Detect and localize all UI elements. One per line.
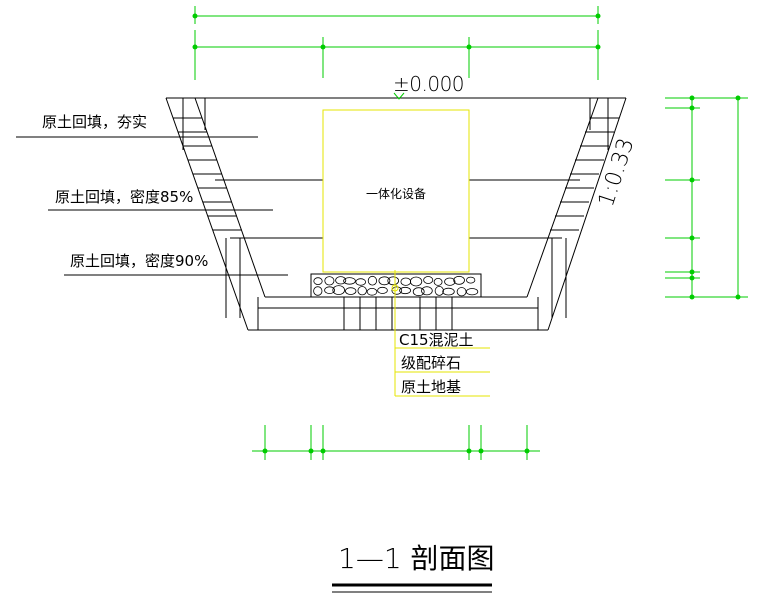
elevation-mark: ±0.000 — [393, 72, 464, 96]
gravel-pebble — [456, 287, 467, 297]
gravel-pebble — [465, 288, 479, 296]
gravel-pebble — [345, 287, 357, 295]
gravel-pebble — [442, 287, 455, 296]
gravel-pebble — [335, 276, 347, 285]
base-label-3: 原土地基 — [401, 378, 461, 396]
gravel-pebble — [343, 277, 356, 285]
gravel-pebble — [444, 277, 456, 286]
gravel-pebble — [423, 276, 434, 284]
excavation-pit — [165, 97, 627, 331]
gravel-pebble — [409, 276, 423, 287]
base-label-1: C15混泥土 — [399, 331, 474, 349]
gravel-pebble — [387, 276, 400, 286]
gravel-pebble — [466, 276, 476, 284]
gravel-pebble — [367, 275, 377, 286]
equipment-box — [322, 109, 470, 273]
top-dimension-lines — [192, 6, 601, 80]
backfill-label-3: 原土回填，密度90% — [70, 252, 208, 270]
gravel-pebble — [324, 276, 335, 286]
gravel-pebble — [357, 286, 367, 296]
gravel-pebble — [332, 285, 346, 296]
bottom-dimension-lines — [252, 425, 540, 460]
gravel-pebble — [434, 285, 444, 296]
gravel-pebble — [433, 277, 443, 286]
gravel-pebble — [453, 275, 465, 285]
backfill-label-2: 原土回填，密度85% — [55, 188, 193, 206]
gravel-layer — [310, 273, 482, 298]
drawing-title: 1—1 剖面图 — [338, 542, 495, 575]
elevation-triangle — [393, 92, 405, 100]
gravel-pebble — [355, 278, 367, 286]
gravel-pebble — [324, 286, 336, 295]
gravel-pebble — [377, 286, 388, 294]
gravel-pebble — [412, 287, 425, 297]
gravel-pebble — [313, 277, 323, 285]
base-label-2: 级配碎石 — [401, 354, 461, 372]
gravel-pebble — [400, 277, 412, 286]
gravel-pebble — [366, 287, 378, 296]
gravel-pebble — [313, 286, 323, 296]
equipment-label: 一体化设备 — [366, 187, 426, 201]
gravel-pebble — [421, 286, 433, 296]
base-layer-callout — [391, 270, 490, 397]
gravel-pebble — [399, 286, 412, 295]
backfill-label-1: 原土回填，夯实 — [42, 113, 147, 131]
gravel-pebble — [378, 276, 391, 286]
right-dimension-lines — [665, 95, 748, 300]
gravel-pebble — [391, 286, 403, 295]
